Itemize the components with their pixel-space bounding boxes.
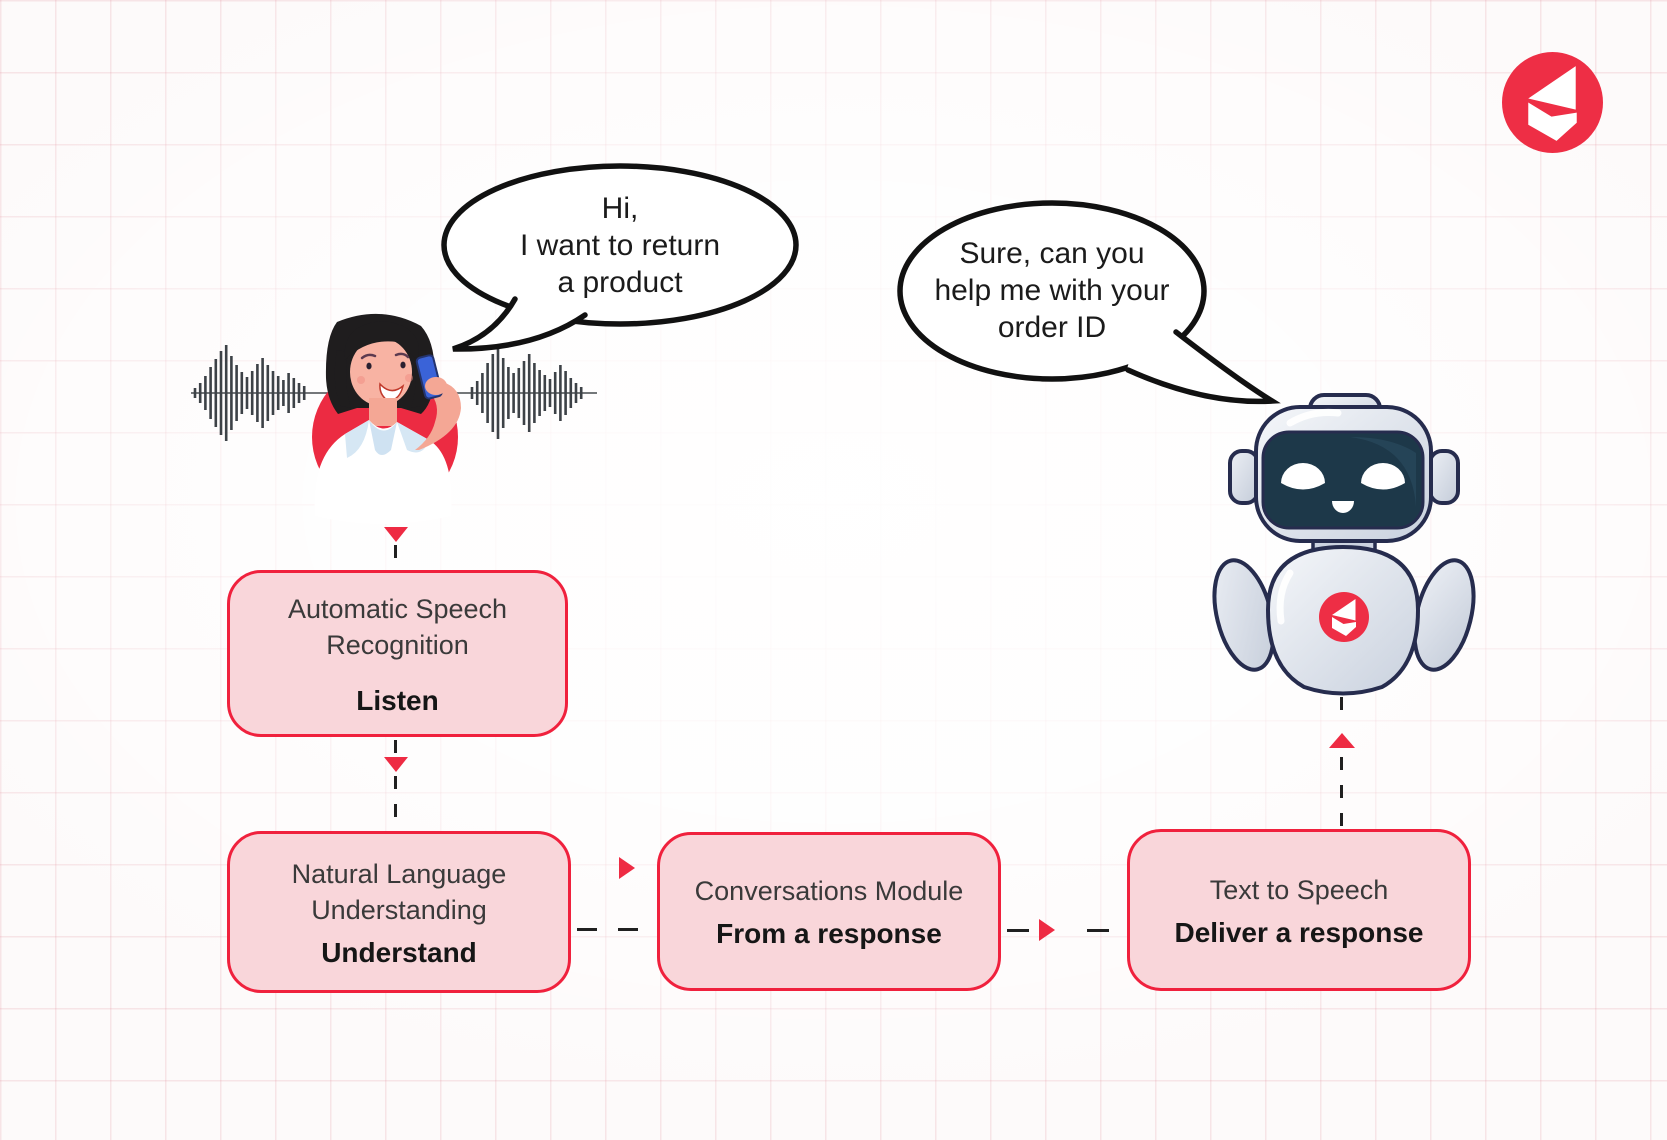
robot-illustration [1212, 393, 1476, 696]
bot-bubble-text: Sure, can you help me with your order ID [902, 235, 1202, 346]
user-bubble-line: a product [557, 266, 683, 299]
bot-bubble-line: order ID [997, 311, 1107, 344]
box-title: Conversations Module [694, 876, 964, 906]
box-action: From a response [716, 918, 942, 949]
flow-box-asr: Automatic Speech Recognition Listen [227, 570, 568, 737]
arrow-right-icon [1039, 919, 1055, 941]
dashed-connector [1087, 929, 1109, 932]
dashed-connector [1340, 757, 1343, 830]
arrow-up-icon [1329, 733, 1355, 748]
bot-bubble-line: Sure, can you [959, 237, 1145, 270]
person-illustration [191, 313, 597, 524]
box-action: Listen [356, 684, 439, 716]
robot-chest-logo-icon [1319, 592, 1369, 642]
dashed-connector [394, 776, 397, 830]
bot-bubble-line: help me with your [934, 274, 1170, 307]
dashed-connector [394, 740, 397, 753]
flow-box-nlu: Natural Language Understanding Understan… [227, 831, 571, 993]
box-title: Natural Language Understanding [291, 858, 507, 925]
flow-box-conversations: Conversations Module From a response [657, 832, 1001, 991]
user-bubble-line: I want to return [519, 229, 721, 262]
dashed-connector [1340, 697, 1343, 710]
box-title: Automatic Speech Recognition [287, 593, 508, 660]
flow-box-tts: Text to Speech Deliver a response [1127, 829, 1471, 991]
bot-speech-bubble [897, 200, 1281, 405]
dashed-connector [1007, 929, 1029, 932]
user-bubble-line: Hi, [601, 192, 639, 225]
arrow-right-icon [619, 857, 635, 879]
arrow-down-icon [384, 757, 408, 772]
arrow-down-icon [384, 527, 408, 542]
box-action: Deliver a response [1174, 916, 1424, 948]
dashed-connector [394, 545, 397, 558]
brand-logo-icon [1502, 52, 1603, 153]
box-action: Understand [321, 936, 477, 968]
dashed-connector [577, 928, 639, 931]
user-speech-bubble [441, 163, 799, 352]
user-bubble-text: Hi, I want to return a product [450, 190, 790, 301]
box-title: Text to Speech [1209, 874, 1389, 905]
